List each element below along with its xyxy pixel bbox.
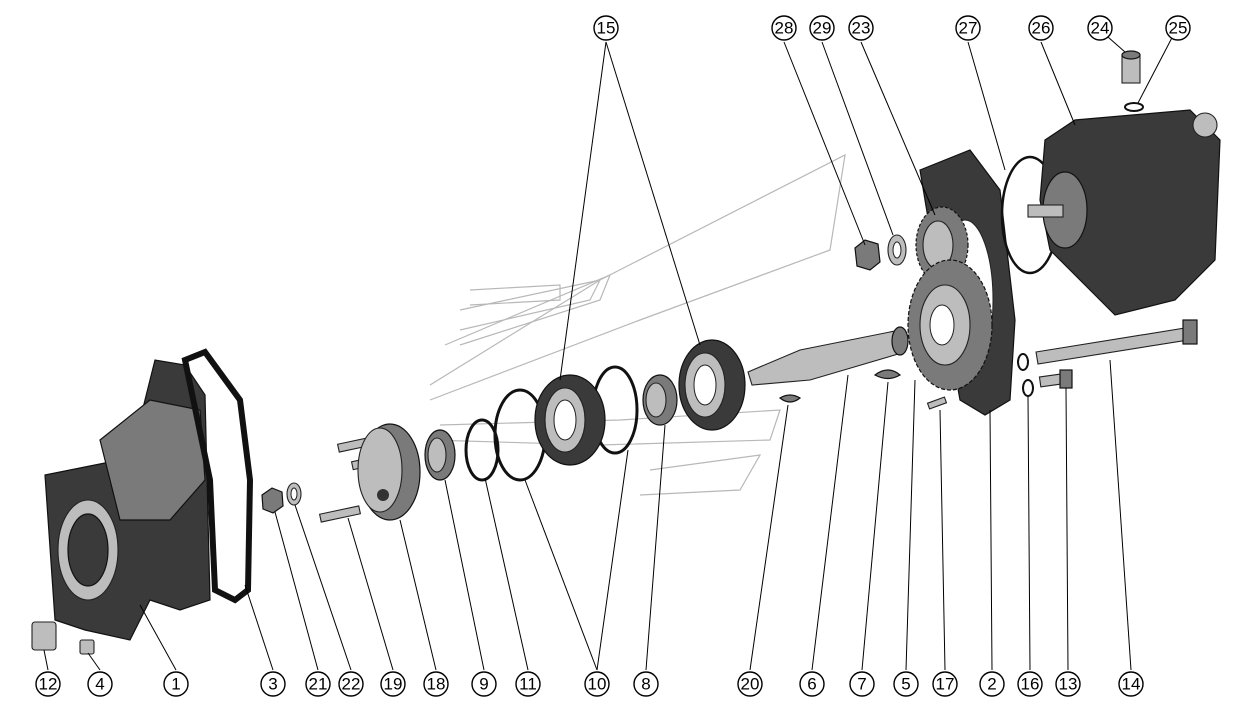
svg-text:26: 26 <box>1032 19 1051 38</box>
callout-18: 18 <box>423 671 449 697</box>
callout-26: 26 <box>1028 15 1054 41</box>
svg-text:3: 3 <box>268 675 277 694</box>
svg-text:25: 25 <box>1169 19 1188 38</box>
part-key-7 <box>873 369 902 380</box>
callout-4: 4 <box>87 671 113 697</box>
callout-20: 20 <box>737 671 763 697</box>
svg-text:14: 14 <box>1122 675 1141 694</box>
svg-text:24: 24 <box>1091 19 1110 38</box>
callout-1: 1 <box>163 671 189 697</box>
svg-text:10: 10 <box>588 675 607 694</box>
part-gear-5 <box>907 259 993 391</box>
svg-text:28: 28 <box>775 19 794 38</box>
callout-21: 21 <box>305 671 331 697</box>
part-washer-22 <box>286 482 302 506</box>
svg-text:27: 27 <box>959 19 978 38</box>
callout-10: 10 <box>584 671 610 697</box>
callout-5: 5 <box>893 671 919 697</box>
svg-text:2: 2 <box>987 675 996 694</box>
callout-17: 17 <box>932 671 958 697</box>
callout-23: 23 <box>848 15 874 41</box>
callout-29: 29 <box>809 15 835 41</box>
callout-16: 16 <box>1017 671 1043 697</box>
part-fitting-24 <box>1121 50 1141 84</box>
callout-24: 24 <box>1087 15 1113 41</box>
callout-22: 22 <box>338 671 364 697</box>
svg-text:17: 17 <box>936 675 955 694</box>
svg-text:15: 15 <box>597 19 616 38</box>
svg-text:21: 21 <box>309 675 328 694</box>
part-nut-28 <box>854 239 881 271</box>
svg-text:22: 22 <box>342 675 361 694</box>
callout-13: 13 <box>1055 671 1081 697</box>
svg-text:23: 23 <box>852 19 871 38</box>
part-nut-21 <box>261 487 284 514</box>
svg-text:9: 9 <box>479 675 488 694</box>
part-pin-17 <box>926 396 948 410</box>
part-sleeve-12 <box>31 621 57 651</box>
part-shaft-6 <box>747 326 909 386</box>
part-gasket-3 <box>181 348 254 604</box>
callout-14: 14 <box>1118 671 1144 697</box>
callout-8: 8 <box>633 671 659 697</box>
part-key-20 <box>778 394 802 403</box>
svg-text:8: 8 <box>641 675 650 694</box>
leader-lines <box>43 29 1177 671</box>
svg-text:12: 12 <box>39 675 58 694</box>
callout-28: 28 <box>771 15 797 41</box>
callout-7: 7 <box>849 671 875 697</box>
part-round-nut-9 <box>424 429 456 481</box>
part-washers-16 <box>1017 353 1034 397</box>
svg-text:19: 19 <box>384 675 403 694</box>
svg-text:16: 16 <box>1021 675 1040 694</box>
callout-2: 2 <box>979 671 1005 697</box>
part-flange-18 <box>357 423 421 521</box>
part-bolt-13 <box>1038 369 1073 389</box>
callout-15: 15 <box>593 15 619 41</box>
part-washer-29 <box>887 234 907 266</box>
svg-text:4: 4 <box>95 675 104 694</box>
part-plug-4 <box>79 639 95 655</box>
part-housing <box>44 359 211 641</box>
svg-text:6: 6 <box>807 675 816 694</box>
callout-6: 6 <box>799 671 825 697</box>
svg-text:7: 7 <box>857 675 866 694</box>
svg-text:20: 20 <box>741 675 760 694</box>
callout-11: 11 <box>515 671 541 697</box>
callout-25: 25 <box>1165 15 1191 41</box>
svg-text:5: 5 <box>901 675 910 694</box>
callout-12: 12 <box>35 671 61 697</box>
svg-text:29: 29 <box>813 19 832 38</box>
svg-text:1: 1 <box>171 675 180 694</box>
part-pump-26 <box>1027 109 1221 316</box>
callout-3: 3 <box>260 671 286 697</box>
callout-9: 9 <box>471 671 497 697</box>
svg-text:13: 13 <box>1059 675 1078 694</box>
part-spacer-8 <box>642 374 678 426</box>
svg-text:11: 11 <box>519 675 537 694</box>
part-lock-washer-11 <box>464 418 500 482</box>
part-bearings-15 <box>534 339 746 466</box>
svg-text:18: 18 <box>427 675 446 694</box>
part-long-bolt-14 <box>1035 319 1198 365</box>
callout-19: 19 <box>380 671 406 697</box>
part-washer-25 <box>1124 102 1144 112</box>
callout-27: 27 <box>955 15 981 41</box>
